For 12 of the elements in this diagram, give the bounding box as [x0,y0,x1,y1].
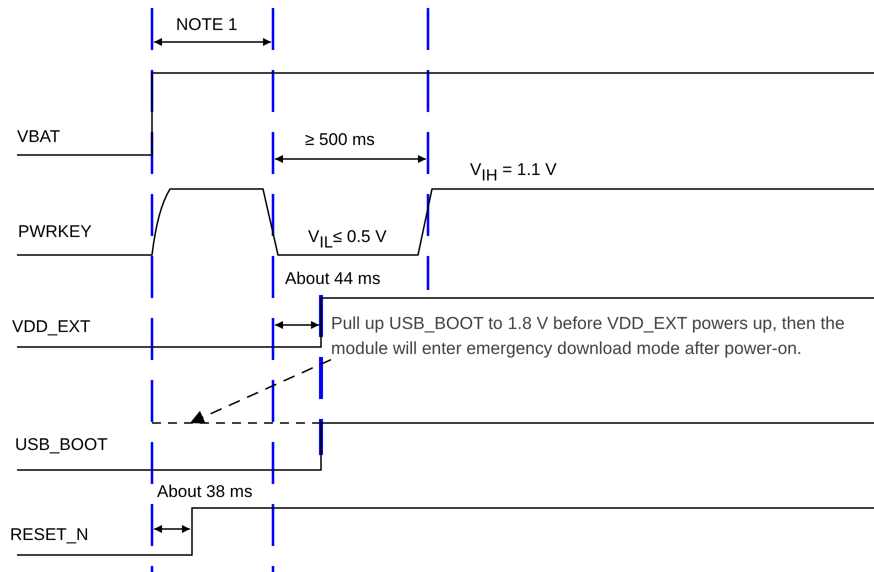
signal-name: PWRKEY [18,223,92,240]
optional-waveform [152,420,321,426]
leader-arrow [190,358,332,424]
signal-name: VBAT [17,128,60,145]
timing-label: About 38 ms [157,483,252,500]
timing-label: About 44 ms [285,270,380,287]
note-label: NOTE 1 [176,16,238,33]
timing-label: ≥ 500 ms [305,131,375,148]
note-text: Pull up USB_BOOT to 1.8 V before VDD_EXT powers up, then the module will enter emergency download mode after power-on. [331,312,846,360]
signal-name: USB_BOOT [15,436,108,453]
signal-name: VDD_EXT [12,318,90,335]
signal-name: RESET_N [10,526,88,543]
